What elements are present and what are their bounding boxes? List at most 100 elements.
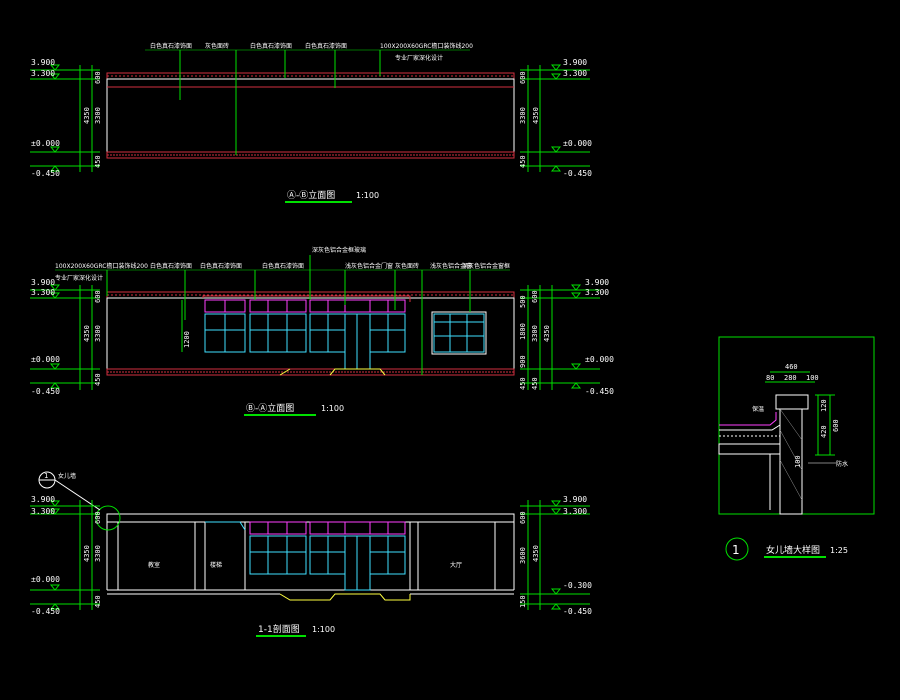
elevation-b-scale: 1:100 bbox=[321, 404, 344, 413]
detail-marker-circle bbox=[725, 537, 749, 561]
dim-b-600-left: 600 bbox=[94, 290, 102, 303]
detail-marker-number: 1 bbox=[732, 543, 740, 557]
dim-s-450-left: 450 bbox=[94, 595, 102, 608]
dim-a-600-left: 600 bbox=[94, 71, 102, 84]
dim-b-900: 900 bbox=[519, 355, 527, 368]
dim-b-1200: 1200 bbox=[183, 331, 191, 348]
dim-b-4350-right: 4350 bbox=[543, 325, 551, 342]
section-marker-label: 女儿墙 bbox=[58, 472, 76, 480]
level-b-eave-left: 3.300 bbox=[31, 288, 55, 297]
entry-steps bbox=[329, 368, 386, 376]
detail-dim-420: 420 bbox=[820, 425, 828, 438]
level-b-eave-right: 3.300 bbox=[585, 288, 609, 297]
level-s-eave-right: 3.300 bbox=[563, 507, 587, 516]
dim-b-600-right: 600 bbox=[531, 290, 539, 303]
section-steps bbox=[279, 593, 411, 601]
note-b-3: 白色真石漆饰面 bbox=[150, 262, 192, 270]
section-marker-number: 1 bbox=[44, 472, 48, 480]
level-b-ground-left: ±0.000 bbox=[31, 355, 60, 364]
level-a-ground-right: ±0.000 bbox=[563, 139, 592, 148]
parapet-detail: 460 80 280 100 120 600 420 100 保温 防水 1 女… bbox=[718, 336, 875, 561]
dim-s-3300-left: 3300 bbox=[94, 545, 102, 562]
dim-s-150-right: 150 bbox=[519, 595, 527, 608]
note-a-2: 灰色面砖 bbox=[205, 42, 229, 50]
level-s-base-left: -0.450 bbox=[31, 607, 60, 616]
dim-s-3600-right: 3600 bbox=[519, 547, 527, 564]
room-label-2: 楼梯 bbox=[210, 561, 222, 569]
level-a-eave-right: 3.300 bbox=[563, 69, 587, 78]
dim-s-600-right: 600 bbox=[519, 511, 527, 524]
note-b-2: 专业厂家深化设计 bbox=[55, 274, 103, 282]
level-s-top-right: 3.900 bbox=[563, 495, 587, 504]
note-b-4: 白色真石漆饰面 bbox=[200, 262, 242, 270]
level-s-eave-left: 3.300 bbox=[31, 507, 55, 516]
level-b-base-left: -0.450 bbox=[31, 387, 60, 396]
level-s-top-left: 3.900 bbox=[31, 495, 55, 504]
note-a-6: 专业厂家深化设计 bbox=[395, 54, 443, 62]
elevation-b: 100X200X60GRC檐口装饰线200 专业厂家深化设计 白色真石漆饰面 白… bbox=[30, 246, 614, 416]
dim-s-4350-left: 4350 bbox=[83, 545, 91, 562]
dim-b-3300-right: 3300 bbox=[531, 325, 539, 342]
elevation-a-title: Ⓐ-Ⓑ立面图 bbox=[287, 189, 335, 201]
note-b-5: 白色真石漆饰面 bbox=[262, 262, 304, 270]
note-b-8: 灰色面砖 bbox=[395, 262, 419, 270]
level-a-base-right: -0.450 bbox=[563, 169, 592, 178]
dim-a-3300-right: 3300 bbox=[519, 107, 527, 124]
detail-title: 女儿墙大样图 bbox=[766, 544, 820, 556]
dim-b-450-left: 450 bbox=[94, 373, 102, 386]
detail-dim-100-top: 100 bbox=[806, 374, 819, 382]
level-a-top-right: 3.900 bbox=[563, 58, 587, 67]
dim-a-4350-right: 4350 bbox=[532, 107, 540, 124]
detail-dim-120: 120 bbox=[820, 399, 828, 412]
dim-b-450-right: 450 bbox=[531, 377, 539, 390]
dim-a-600-right: 600 bbox=[519, 71, 527, 84]
dim-b-500: 500 bbox=[519, 295, 527, 308]
note-b-7: 浅灰色铝合金门窗 bbox=[345, 262, 393, 270]
detail-dim-280: 280 bbox=[784, 374, 797, 382]
detail-label-insulation: 保温 bbox=[752, 405, 764, 413]
dim-b-4350-left: 4350 bbox=[83, 325, 91, 342]
level-b-base-right: -0.450 bbox=[585, 387, 614, 396]
section-scale: 1:100 bbox=[312, 625, 335, 634]
dim-a-4350-left: 4350 bbox=[83, 107, 91, 124]
level-s-exterior-right: -0.300 bbox=[563, 581, 592, 590]
note-b-10: 深灰色铝合金窗框 bbox=[462, 262, 510, 270]
dim-s-4350-right: 4350 bbox=[532, 545, 540, 562]
detail-label-waterproof: 防水 bbox=[836, 460, 848, 468]
dim-b-450-right-inner: 450 bbox=[519, 377, 527, 390]
facade-wall bbox=[106, 78, 515, 153]
dim-a-450-left: 450 bbox=[94, 155, 102, 168]
detail-dim-100-bottom: 100 bbox=[794, 455, 802, 468]
note-b-9: 浅灰色铝合金窗 bbox=[430, 262, 472, 270]
level-a-top-left: 3.900 bbox=[31, 58, 55, 67]
elevation-b-title: Ⓑ-Ⓐ立面图 bbox=[246, 402, 294, 414]
dim-a-3300-left: 3300 bbox=[94, 107, 102, 124]
level-s-ground-left: ±0.000 bbox=[31, 575, 60, 584]
note-a-5: 100X200X60GRC檐口装饰线200 bbox=[380, 42, 473, 50]
detail-scale: 1:25 bbox=[830, 546, 848, 555]
level-a-ground-left: ±0.000 bbox=[31, 139, 60, 148]
side-window bbox=[433, 313, 485, 353]
dim-s-600-left: 600 bbox=[94, 511, 102, 524]
dim-a-450-right: 450 bbox=[519, 155, 527, 168]
elevation-a: 白色真石漆饰面 灰色面砖 白色真石漆饰面 白色真石漆饰面 100X200X60G… bbox=[30, 42, 592, 203]
level-a-eave-left: 3.300 bbox=[31, 69, 55, 78]
section-1-1: 教室 楼梯 大厅 1 女儿墙 3.900 3.300 ±0.000 -0.450… bbox=[30, 471, 592, 637]
window-group-2 bbox=[204, 313, 485, 370]
window-group-1 bbox=[204, 299, 406, 313]
elevation-a-scale: 1:100 bbox=[356, 191, 379, 200]
note-a-3: 白色真石漆饰面 bbox=[250, 42, 292, 50]
level-b-top-left: 3.900 bbox=[31, 278, 55, 287]
note-a-1: 白色真石漆饰面 bbox=[150, 42, 192, 50]
parapet-detail-callout[interactable] bbox=[95, 505, 121, 531]
room-label-3: 大厅 bbox=[450, 561, 462, 569]
detail-dim-80: 80 bbox=[766, 374, 774, 382]
dim-b-3300-left: 3300 bbox=[94, 325, 102, 342]
level-a-base-left: -0.450 bbox=[31, 169, 60, 178]
level-b-ground-right: ±0.000 bbox=[585, 355, 614, 364]
level-b-top-right: 3.900 bbox=[585, 278, 609, 287]
room-label-1: 教室 bbox=[148, 561, 160, 569]
dim-b-1800: 1800 bbox=[519, 323, 527, 340]
level-s-base-right: -0.450 bbox=[563, 607, 592, 616]
